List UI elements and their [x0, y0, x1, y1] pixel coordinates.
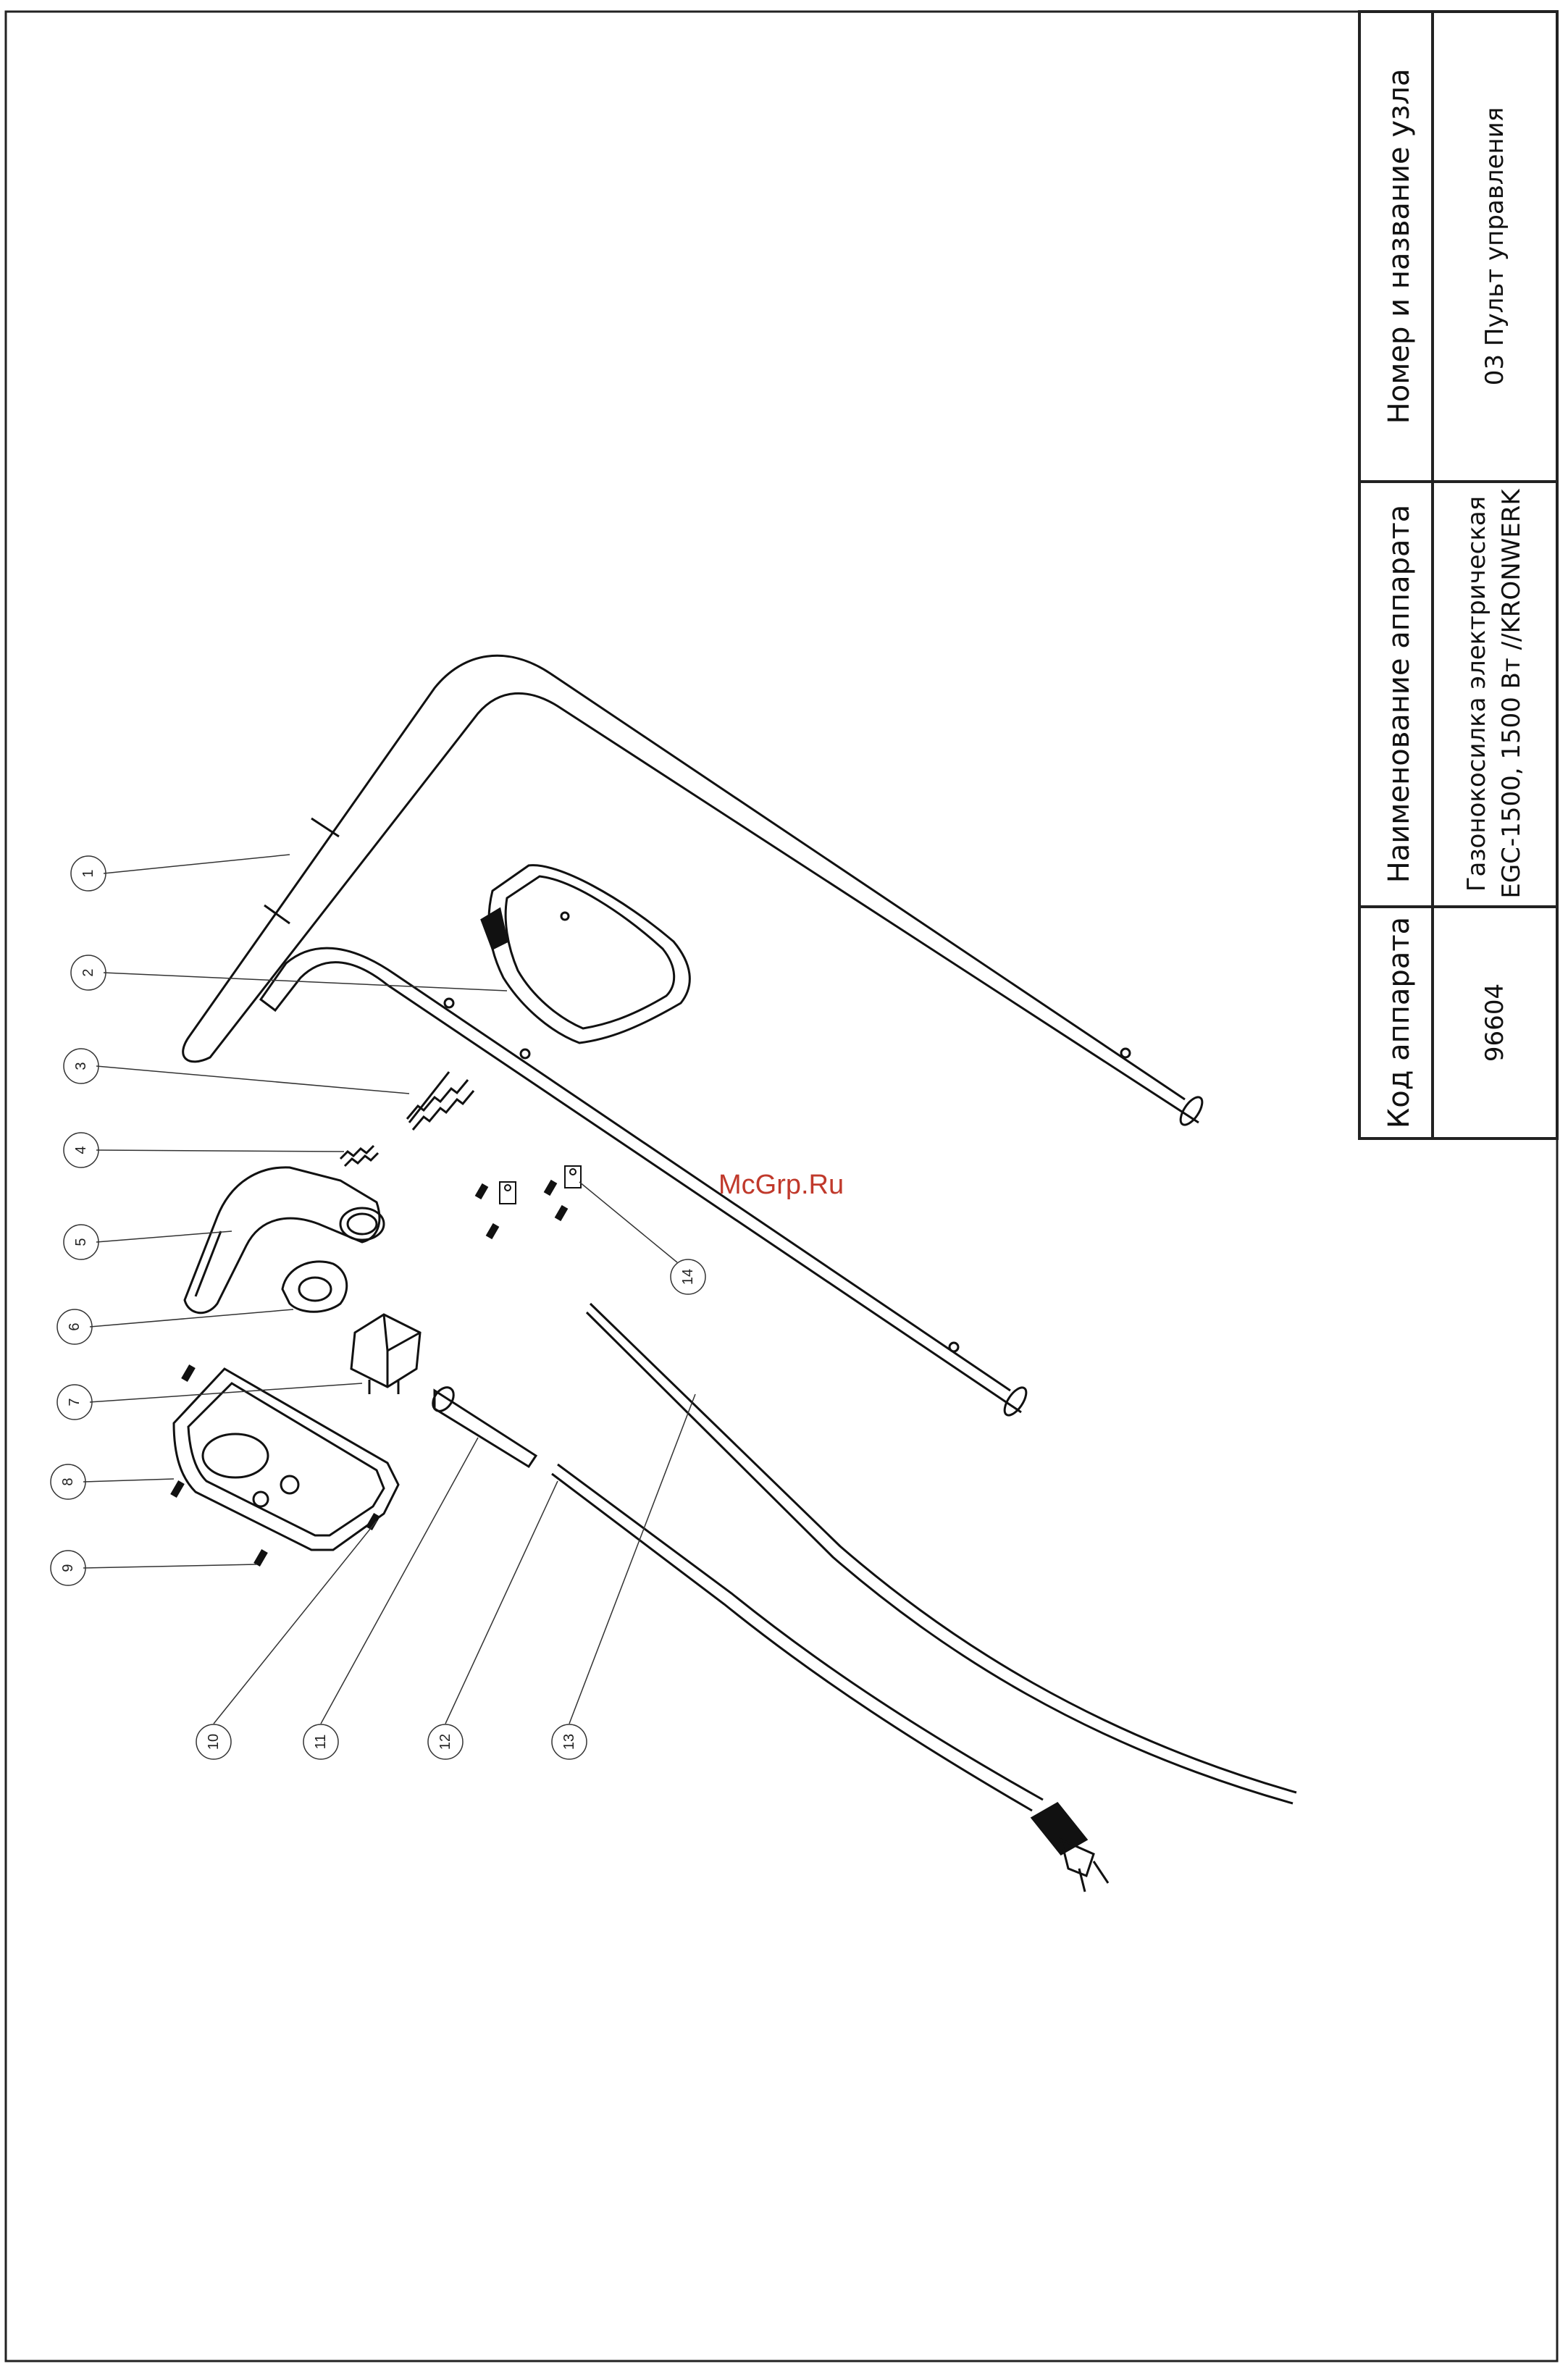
node-header: Номер и название узла [1383, 69, 1416, 424]
callout-5: 5 [73, 1238, 89, 1246]
leader-lines [83, 855, 695, 1724]
callout-12: 12 [437, 1734, 453, 1750]
cable-long [587, 1304, 1296, 1803]
name-line2: EGC-1500, 1500 Вт //KRONWERK [1497, 488, 1526, 899]
callout-14: 14 [680, 1269, 696, 1285]
callout-7: 7 [67, 1398, 83, 1406]
callout-10: 10 [206, 1734, 222, 1750]
upper-handle-bar [183, 655, 1207, 1128]
callout-8: 8 [60, 1477, 76, 1485]
callout-11: 11 [313, 1735, 329, 1750]
callout-labels: 1 2 3 4 5 6 7 8 9 10 11 12 13 14 [60, 869, 696, 1750]
node-value: 03 Пульт управления [1480, 107, 1509, 385]
spring [407, 1072, 474, 1130]
callout-6: 6 [67, 1322, 83, 1330]
sleeve [429, 1383, 536, 1467]
callout-4: 4 [73, 1146, 89, 1154]
callout-2: 2 [80, 968, 96, 976]
clip [282, 1262, 347, 1312]
cable-clamps [500, 1166, 581, 1204]
callout-3: 3 [73, 1062, 89, 1070]
title-block: Код аппарата 96604 Наименование аппарата… [1359, 12, 1557, 1139]
callout-13: 13 [561, 1734, 577, 1750]
small-spring [340, 1146, 378, 1166]
switch [351, 1315, 420, 1394]
callout-9: 9 [60, 1564, 76, 1572]
callout-1: 1 [80, 869, 96, 877]
lower-handle-bar [261, 948, 1031, 1419]
name-line1: Газонокосилка электрическая [1462, 496, 1491, 892]
code-value: 96604 [1480, 984, 1509, 1062]
code-header: Код аппарата [1383, 917, 1416, 1128]
housing [174, 1369, 398, 1550]
watermark: McGrp.Ru [718, 1170, 844, 1200]
name-header: Наименование аппарата [1383, 505, 1416, 884]
control-panel-cover [482, 865, 689, 1043]
